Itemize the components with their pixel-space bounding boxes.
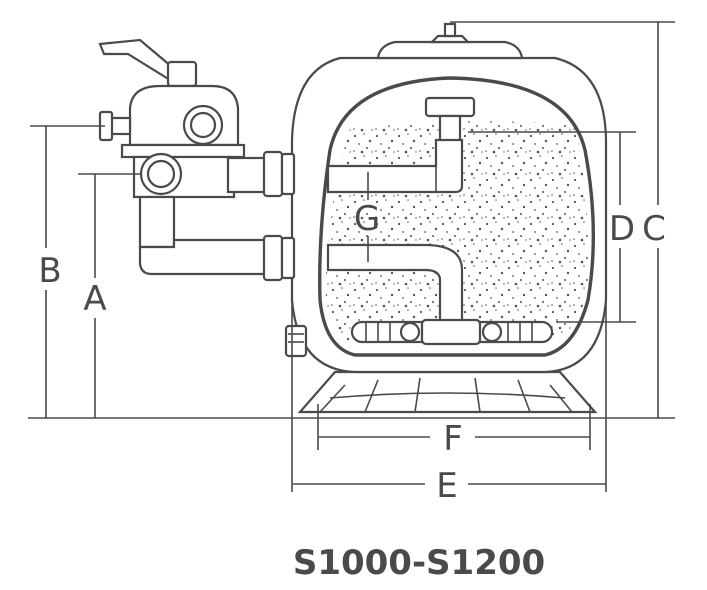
dimension-label-d: D (609, 209, 635, 249)
dimension-label-g: G (354, 199, 380, 239)
dimension-label-a: A (83, 279, 106, 319)
internal-piping (326, 96, 554, 346)
filter-base (297, 370, 598, 414)
dimension-lines (28, 21, 675, 492)
dimension-label-b: B (38, 251, 61, 291)
dimension-label-c: C (642, 209, 666, 249)
model-caption: S1000-S1200 (293, 543, 545, 583)
dimension-label-e: E (436, 466, 457, 506)
dimension-label-f: F (443, 419, 463, 459)
multiport-valve (98, 38, 296, 282)
